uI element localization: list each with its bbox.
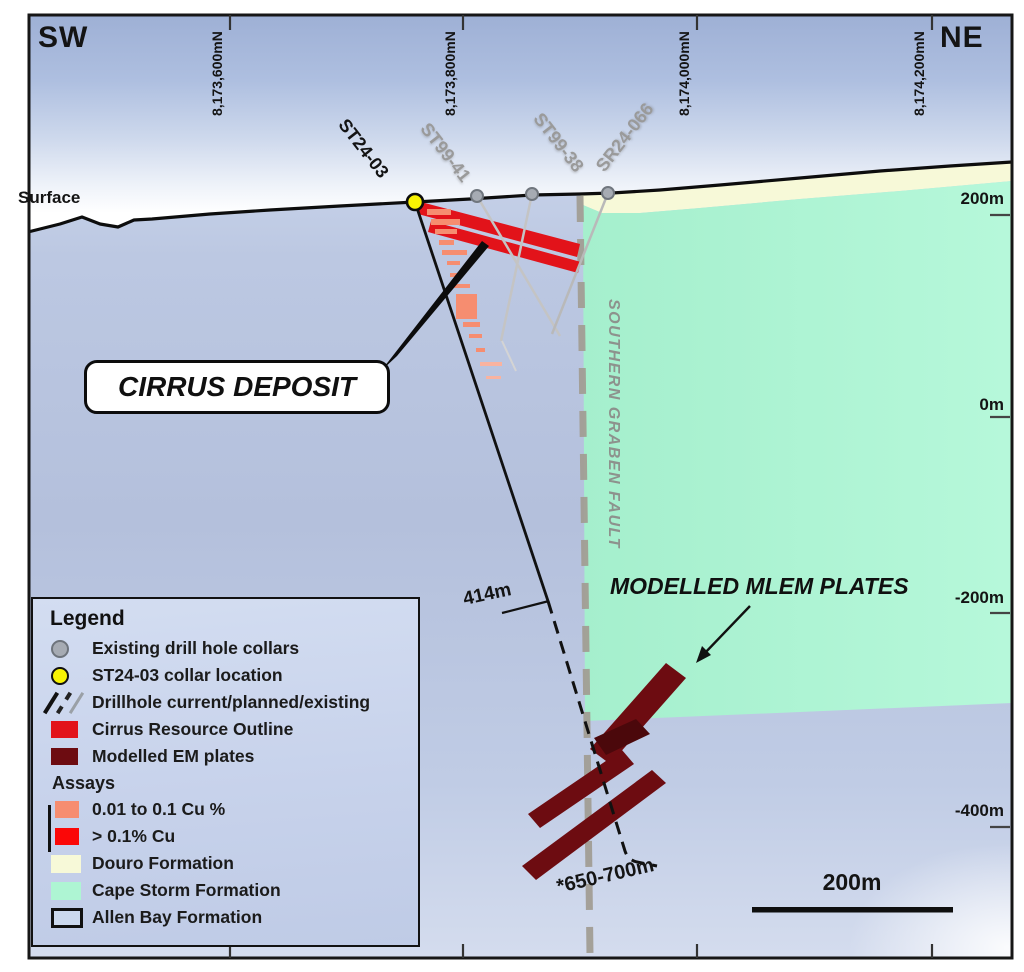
corner-label-sw: SW: [38, 21, 89, 54]
assay-bar: [431, 219, 460, 225]
legend-item-label: 0.01 to 0.1 Cu %: [92, 799, 226, 819]
northing-label: 8,174,200mN: [911, 31, 927, 116]
elevation-label: -400m: [954, 801, 1004, 820]
legend-item-label: Cirrus Resource Outline: [92, 719, 294, 739]
legend-title: Legend: [50, 607, 125, 630]
collar-st24-03: [405, 192, 425, 212]
legend-row-douro: Douro Formation: [33, 850, 418, 877]
collar-sr24-066: [601, 186, 615, 200]
northing-label: 8,174,000mN: [676, 31, 692, 116]
assay-bar: [447, 261, 460, 265]
elevation-label: 0m: [979, 395, 1004, 414]
legend-row-resource-outline: Cirrus Resource Outline: [33, 716, 418, 743]
legend-row-assay-high: > 0.1% Cu: [33, 823, 418, 850]
legend-row-em-plates: Modelled EM plates: [33, 743, 418, 770]
northing-ticks: [228, 15, 934, 958]
drill-trace-st99-38: [499, 193, 534, 342]
legend-item-label: Douro Formation: [92, 853, 234, 873]
assay-bars: [427, 209, 502, 379]
douro-swatch: [51, 854, 81, 873]
legend-assays-header: Assays: [52, 772, 116, 793]
assay-bar: [442, 250, 467, 255]
assay-bar: [435, 229, 457, 234]
assay-bar: [463, 322, 480, 327]
drill-trace-sr24-066: [550, 192, 610, 335]
mlem-plates-label: MODELLED MLEM PLATES: [610, 573, 909, 599]
cape-storm-formation: [583, 181, 1012, 721]
elevation-label: 200m: [960, 189, 1004, 208]
drillhole-lines-icon: [42, 691, 85, 715]
legend-row-allen-bay: Allen Bay Formation: [33, 904, 418, 931]
legend-row-cape-storm: Cape Storm Formation: [33, 877, 418, 904]
assay-bar: [486, 376, 501, 379]
mlem-arrow-head: [696, 646, 711, 663]
depth-414-leader: [501, 599, 550, 615]
drill-trace-st99-41: [475, 195, 562, 337]
legend-row-drillhole-types: Drillhole current/planned/existing: [33, 689, 418, 716]
elevation-label: -200m: [954, 588, 1004, 607]
drill-trace-st24-03-solid: [413, 201, 550, 602]
allen-bay-swatch: [51, 907, 83, 928]
collar-st99-41: [470, 189, 484, 203]
legend-item-label: Allen Bay Formation: [92, 907, 263, 927]
em-plate-middle: [528, 750, 634, 828]
legend-item-label: Existing drill hole collars: [92, 638, 300, 658]
assay-bar: [450, 273, 459, 277]
resource-band-lower: [428, 221, 581, 273]
northing-label: 8,173,800mN: [442, 31, 458, 116]
scale-bar: [752, 907, 953, 913]
legend-item-label: Modelled EM plates: [92, 746, 255, 766]
em-plate-overlay: [594, 719, 650, 755]
legend-item-label: ST24-03 collar location: [92, 665, 283, 685]
corner-label-ne: NE: [940, 21, 984, 54]
gray-collar-icon: [51, 639, 69, 658]
assay-drillhole-line: [48, 805, 51, 852]
legend-row-assay-low: 0.01 to 0.1 Cu %: [33, 796, 418, 823]
fault-label: SOUTHERN GRABEN FAULT: [605, 299, 622, 549]
resource-outline-swatch: [51, 721, 78, 738]
assay-bar: [469, 334, 482, 338]
legend-item-label: > 0.1% Cu: [92, 826, 176, 846]
legend-row-st24-03-collar: ST24-03 collar location: [33, 662, 418, 689]
cape-storm-swatch: [51, 881, 81, 900]
assay-low-swatch: [55, 801, 79, 818]
assay-bar: [480, 362, 502, 366]
cirrus-deposit-callout: CIRRUS DEPOSIT: [84, 360, 390, 414]
legend-item-label: Cape Storm Formation: [92, 880, 281, 900]
scale-bar-label: 200m: [822, 869, 882, 895]
legend-item-label: Drillhole current/planned/existing: [92, 692, 371, 712]
drill-trace-faint: [501, 340, 517, 372]
assay-bar: [439, 240, 454, 245]
assay-bar: [476, 348, 485, 352]
assay-bar: [427, 209, 451, 215]
legend: Legend Existing drill hole collars ST24-…: [31, 597, 420, 947]
cirrus-deposit-label: CIRRUS DEPOSIT: [117, 371, 357, 402]
assay-bar: [453, 284, 470, 288]
legend-row-existing-collars: Existing drill hole collars: [33, 635, 418, 662]
callout-pointer: [381, 241, 489, 371]
elevation-ticks: [990, 213, 1010, 829]
assay-high-swatch: [55, 828, 79, 845]
em-plate-lower: [522, 770, 666, 880]
mlem-arrow-line: [702, 605, 751, 656]
em-plate-swatch: [51, 748, 78, 765]
northing-label: 8,173,600mN: [209, 31, 225, 116]
surface-label: Surface: [18, 188, 81, 207]
douro-formation: [580, 162, 1012, 213]
collar-st99-38: [525, 187, 539, 201]
yellow-collar-icon: [51, 666, 69, 685]
assay-bar: [456, 294, 477, 319]
section-frame: [27, 13, 1014, 960]
drill-trace-st24-03-planned: [546, 600, 658, 868]
resource-band-upper: [418, 202, 580, 257]
